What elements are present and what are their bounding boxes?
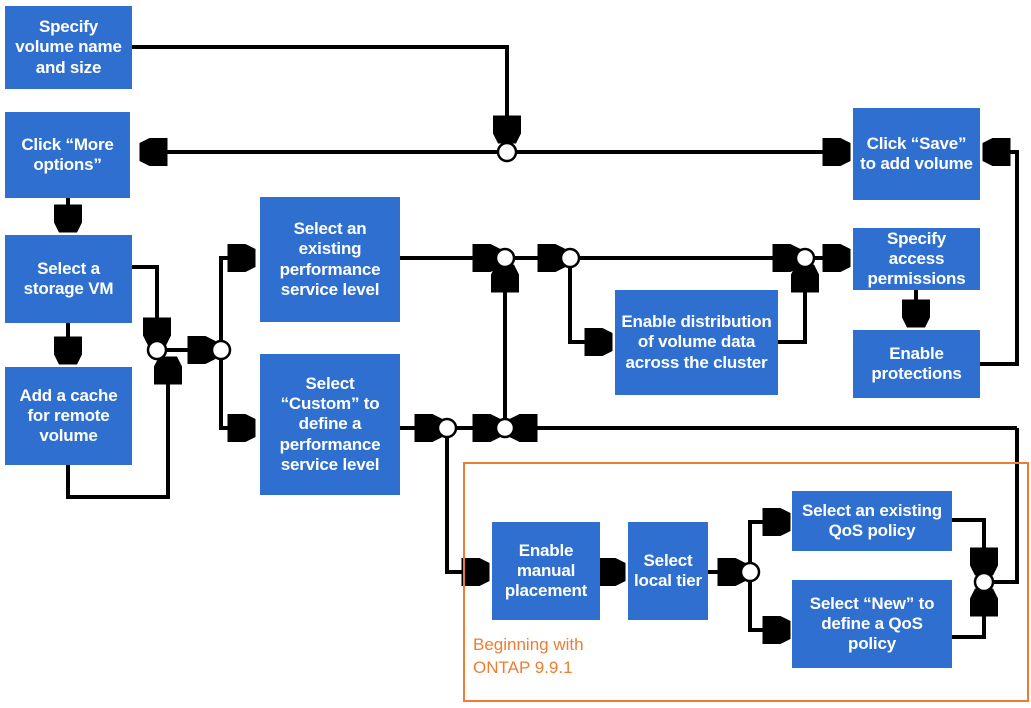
node-add-a-cache-for-remote-volume[interactable]: Add a cache for remote volume (5, 367, 132, 465)
ontap-991-group-label: Beginning with ONTAP 9.9.1 (473, 635, 584, 677)
node-click-more-options[interactable]: Click “More options” (5, 112, 130, 198)
node-enable-protections[interactable]: Enable protections (853, 330, 980, 398)
junction-j5 (559, 247, 581, 269)
node-enable-manual-placement[interactable]: Enable manual placement (492, 522, 600, 620)
wire-specify-to-j1 (132, 45, 507, 138)
ontap-991-group-box (463, 462, 1029, 702)
junction-j7 (436, 417, 458, 439)
node-select-an-existing-qos-policy[interactable]: Select an existing QoS policy (792, 491, 952, 551)
junction-j6 (794, 247, 816, 269)
node-enable-distribution-of-volume-data-across-the-cluster[interactable]: Enable distribution of volume data acros… (615, 290, 778, 395)
junction-j3 (210, 339, 232, 361)
wire-j3-to-existing-psl (219, 258, 250, 344)
node-specify-access-permissions[interactable]: Specify access permissions (853, 228, 980, 290)
wire-enable-distribution-to-j6 (778, 270, 805, 344)
junction-j4 (494, 247, 516, 269)
node-select-custom-to-define-a-performance-service-level[interactable]: Select “Custom” to define a performance … (260, 354, 400, 495)
wire-protections-to-save (980, 152, 1019, 366)
wire-j3-to-custom-psl (219, 356, 250, 428)
junction-j1 (496, 141, 518, 163)
node-select-new-to-define-a-qos-policy[interactable]: Select “New” to define a QoS policy (792, 580, 952, 668)
node-select-local-tier[interactable]: Select local tier (628, 522, 708, 620)
node-specify-volume-name-and-size[interactable]: Specify volume name and size (5, 6, 132, 89)
node-select-an-existing-performance-service-level[interactable]: Select an existing performance service l… (260, 197, 400, 322)
node-select-a-storage-vm[interactable]: Select a storage VM (5, 235, 132, 323)
node-click-save-to-add-volume[interactable]: Click “Save” to add volume (853, 108, 980, 200)
junction-j2 (146, 339, 168, 361)
wire-j5-to-enable-distribution (568, 258, 607, 342)
junction-j8 (494, 417, 516, 439)
wire-storage-vm-to-j2 (132, 265, 157, 340)
